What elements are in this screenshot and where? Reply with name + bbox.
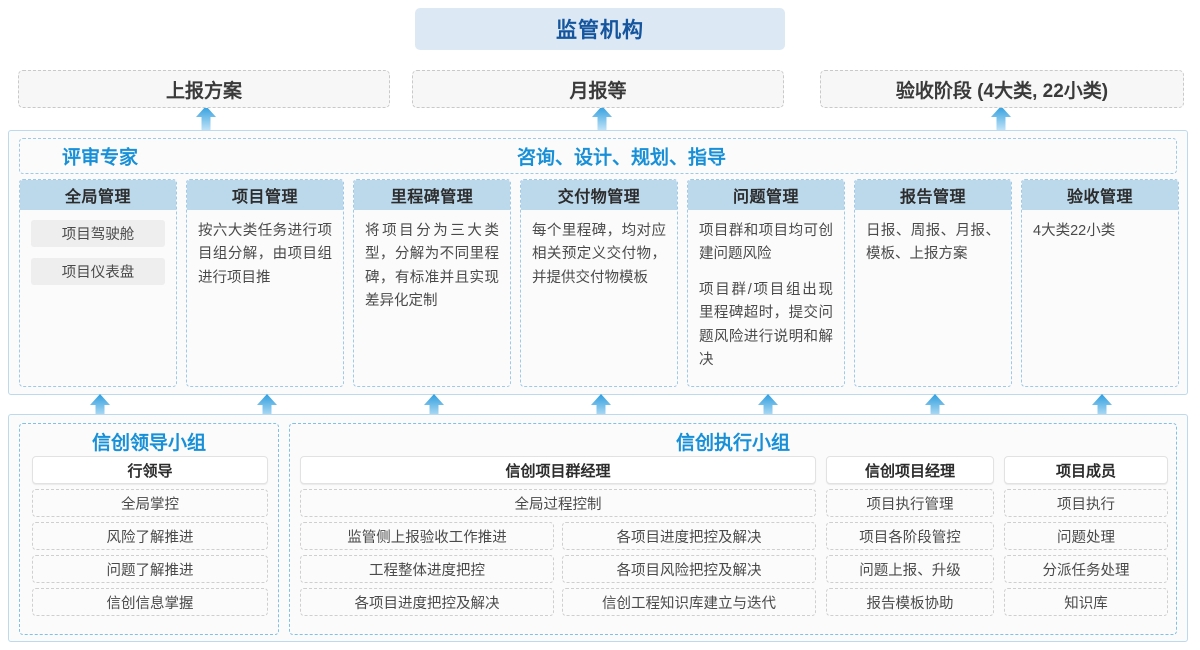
list-item[interactable]: 项目各阶段管控	[826, 522, 994, 550]
management-columns: 全局管理 项目驾驶舱 项目仪表盘 项目管理 按六大类任务进行项目组分解，由项目组…	[19, 179, 1179, 387]
arrow-up-icon	[757, 394, 779, 418]
column-body: 项目驾驶舱 项目仪表盘	[20, 210, 176, 285]
list-item[interactable]: 全局过程控制	[300, 489, 816, 517]
list-item[interactable]: 项目仪表盘	[31, 258, 165, 285]
column-description: 项目群/项目组出现里程碑超时，提交问题风险进行说明和解决	[699, 281, 833, 369]
middle-band: 评审专家 咨询、设计、规划、指导 全局管理 项目驾驶舱 项目仪表盘 项目管理 按…	[8, 130, 1188, 395]
role-label-consulting: 咨询、设计、规划、指导	[517, 147, 727, 169]
column-global-management[interactable]: 全局管理 项目驾驶舱 项目仪表盘	[19, 179, 177, 387]
arrow-up-icon	[423, 394, 445, 418]
column-acceptance-management[interactable]: 验收管理 4大类22小类	[1021, 179, 1179, 387]
list-item[interactable]: 报告模板协助	[826, 588, 994, 616]
arrow-up-icon	[256, 394, 278, 418]
list-item[interactable]: 监管侧上报验收工作推进	[300, 522, 554, 550]
list-item[interactable]: 项目执行	[1004, 489, 1168, 517]
list-item[interactable]: 问题处理	[1004, 522, 1168, 550]
channel-row: 上报方案 月报等 验收阶段 (4大类, 22小类)	[0, 70, 1200, 108]
column-description: 每个里程碑，均对应相关预定义交付物，并提供交付物模板	[532, 223, 666, 286]
column-body: 每个里程碑，均对应相关预定义交付物，并提供交付物模板	[521, 210, 677, 290]
channel-label: 上报方案	[165, 80, 242, 102]
column-description: 项目群和项目均可创建问题风险	[699, 223, 833, 263]
column-body: 将项目分为三大类型，分解为不同里程碑，有标准并且实现差异化定制	[354, 210, 510, 314]
role-head-project-manager[interactable]: 信创项目经理	[826, 456, 994, 484]
list-item[interactable]: 问题了解推进	[32, 555, 268, 583]
list-item[interactable]: 问题上报、升级	[826, 555, 994, 583]
program-manager-row: 监管侧上报验收工作推进 各项目进度把控及解决	[300, 522, 816, 550]
list-item[interactable]: 全局掌控	[32, 489, 268, 517]
list-item[interactable]: 项目驾驶舱	[31, 220, 165, 247]
channel-box-acceptance-stage[interactable]: 验收阶段 (4大类, 22小类)	[820, 70, 1184, 108]
list-item[interactable]: 工程整体进度把控	[300, 555, 554, 583]
arrow-up-icon	[195, 106, 217, 130]
program-manager-row: 各项目进度把控及解决 信创工程知识库建立与迭代	[300, 588, 816, 616]
column-project-management[interactable]: 项目管理 按六大类任务进行项目组分解，由项目组进行项目推	[186, 179, 344, 387]
column-header: 全局管理	[20, 180, 176, 210]
column-milestone-management[interactable]: 里程碑管理 将项目分为三大类型，分解为不同里程碑，有标准并且实现差异化定制	[353, 179, 511, 387]
role-head-bank-leader[interactable]: 行领导	[32, 456, 268, 484]
list-item[interactable]: 信创信息掌握	[32, 588, 268, 616]
regulator-box[interactable]: 监管机构	[415, 8, 785, 50]
list-item[interactable]: 各项目进度把控及解决	[300, 588, 554, 616]
role-label-review-expert: 评审专家	[62, 147, 139, 169]
list-item[interactable]: 各项目风险把控及解决	[562, 555, 816, 583]
column-description: 按六大类任务进行项目组分解，由项目组进行项目推	[198, 223, 332, 286]
arrow-up-icon	[590, 394, 612, 418]
column-header: 报告管理	[855, 180, 1011, 210]
regulator-row: 监管机构	[0, 8, 1200, 50]
column-report-management[interactable]: 报告管理 日报、周报、月报、模板、上报方案	[854, 179, 1012, 387]
role-head-project-member[interactable]: 项目成员	[1004, 456, 1168, 484]
column-description: 日报、周报、月报、模板、上报方案	[866, 223, 1000, 263]
column-body: 项目群和项目均可创建问题风险 项目群/项目组出现里程碑超时，提交问题风险进行说明…	[688, 210, 844, 373]
column-header: 里程碑管理	[354, 180, 510, 210]
channel-box-monthly-report[interactable]: 月报等	[412, 70, 784, 108]
roles-bar: 评审专家 咨询、设计、规划、指导	[19, 138, 1177, 174]
role-head-program-manager[interactable]: 信创项目群经理	[300, 456, 816, 484]
arrow-up-icon	[990, 106, 1012, 130]
group-execution: 信创执行小组 信创项目群经理 全局过程控制 监管侧上报验收工作推进 各项目进度把…	[289, 423, 1177, 635]
column-body: 日报、周报、月报、模板、上报方案	[855, 210, 1011, 267]
project-member-block: 项目成员 项目执行 问题处理 分派任务处理 知识库	[1004, 456, 1168, 621]
column-description: 将项目分为三大类型，分解为不同里程碑，有标准并且实现差异化定制	[365, 223, 499, 310]
list-item[interactable]: 信创工程知识库建立与迭代	[562, 588, 816, 616]
arrow-up-icon	[591, 106, 613, 130]
column-deliverable-management[interactable]: 交付物管理 每个里程碑，均对应相关预定义交付物，并提供交付物模板	[520, 179, 678, 387]
list-item[interactable]: 风险了解推进	[32, 522, 268, 550]
arrow-up-icon	[924, 394, 946, 418]
column-body: 按六大类任务进行项目组分解，由项目组进行项目推	[187, 210, 343, 290]
column-header: 项目管理	[187, 180, 343, 210]
channel-label: 月报等	[569, 80, 627, 102]
regulator-label: 监管机构	[556, 19, 644, 42]
list-item[interactable]: 知识库	[1004, 588, 1168, 616]
group-title: 信创领导小组	[91, 433, 206, 454]
bottom-band: 信创领导小组 行领导 全局掌控 风险了解推进 问题了解推进 信创信息掌握 信创执…	[8, 414, 1188, 642]
list-item[interactable]: 分派任务处理	[1004, 555, 1168, 583]
project-manager-block: 信创项目经理 项目执行管理 项目各阶段管控 问题上报、升级 报告模板协助	[826, 456, 994, 621]
leadership-list: 行领导 全局掌控 风险了解推进 问题了解推进 信创信息掌握	[32, 456, 268, 621]
program-manager-block: 信创项目群经理 全局过程控制 监管侧上报验收工作推进 各项目进度把控及解决 工程…	[300, 456, 816, 621]
column-issue-management[interactable]: 问题管理 项目群和项目均可创建问题风险 项目群/项目组出现里程碑超时，提交问题风…	[687, 179, 845, 387]
group-leadership: 信创领导小组 行领导 全局掌控 风险了解推进 问题了解推进 信创信息掌握	[19, 423, 279, 635]
column-header: 验收管理	[1022, 180, 1178, 210]
column-description: 4大类22小类	[1033, 223, 1116, 239]
column-header: 问题管理	[688, 180, 844, 210]
arrow-up-icon	[1091, 394, 1113, 418]
program-manager-row: 工程整体进度把控 各项目风险把控及解决	[300, 555, 816, 583]
list-item[interactable]: 项目执行管理	[826, 489, 994, 517]
column-header: 交付物管理	[521, 180, 677, 210]
arrow-up-icon	[89, 394, 111, 418]
channel-box-report-plan[interactable]: 上报方案	[18, 70, 390, 108]
column-body: 4大类22小类	[1022, 210, 1178, 243]
channel-label: 验收阶段 (4大类, 22小类)	[895, 80, 1109, 102]
list-item[interactable]: 各项目进度把控及解决	[562, 522, 816, 550]
group-title: 信创执行小组	[675, 433, 790, 454]
